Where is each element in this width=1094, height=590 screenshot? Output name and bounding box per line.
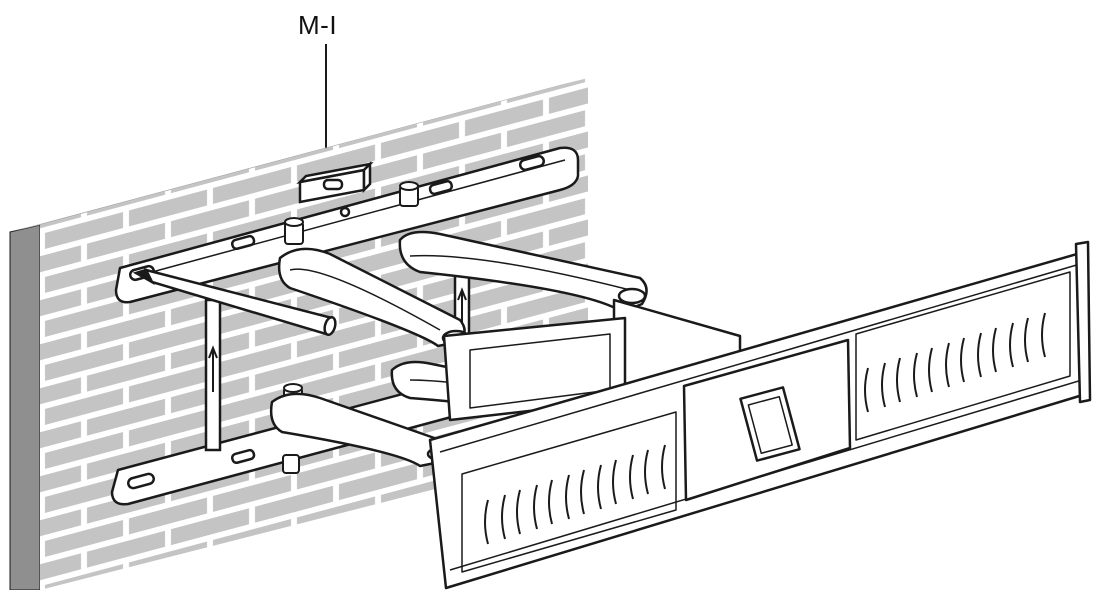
rail-slots xyxy=(484,312,1046,545)
part-label-m-i: M-I xyxy=(298,10,338,40)
tv-rail-plate xyxy=(428,240,1092,590)
wall-side-face xyxy=(9,224,41,590)
upper-articulating-arms xyxy=(277,230,648,348)
top-wall-plate xyxy=(114,146,580,304)
pencil-icon xyxy=(132,268,337,337)
wall-top-edge xyxy=(10,78,588,232)
spirit-level-icon xyxy=(296,160,374,204)
